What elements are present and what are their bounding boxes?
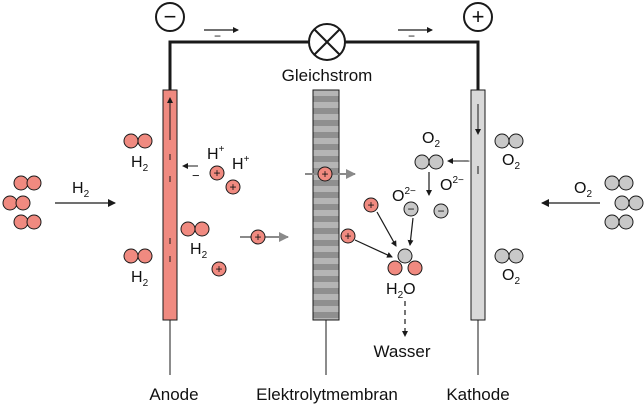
cathode-electron-sign: − [463, 154, 470, 168]
proton-ion: + [363, 197, 379, 213]
hplus-label-1: H+ [207, 144, 225, 163]
kathode-label: Kathode [446, 385, 509, 404]
proton-ion: + [317, 166, 333, 182]
water-molecule [387, 248, 423, 276]
h2-molecule-middle [180, 221, 210, 237]
svg-text:+: + [229, 180, 236, 194]
h2-molecule-lower [123, 248, 153, 264]
o2-label-reacting: O2 [422, 130, 440, 150]
minus-terminal: − [155, 2, 185, 32]
cathode-electron-sign: − [450, 154, 457, 168]
svg-text:+: + [215, 262, 222, 276]
svg-text:+: + [254, 230, 261, 244]
oxide-ion: − [433, 203, 449, 219]
electron-flow-top-right: − [398, 27, 433, 43]
h2-label-middle: H2 [190, 241, 208, 261]
o2-molecule-reacting [414, 154, 444, 170]
current-source-symbol [308, 23, 346, 61]
h2-feed-molecules [2, 175, 42, 230]
circuit-wire-left [168, 40, 309, 90]
proton-ion: + [340, 228, 356, 244]
membrane-label: Elektrolytmembran [256, 385, 398, 404]
wasser-label: Wasser [374, 342, 431, 361]
h2-molecule-upper [123, 133, 153, 149]
proton-to-water-arrow-2 [354, 239, 393, 258]
electron-flow-top-left: − [204, 27, 239, 43]
o2-label-upper: O2 [502, 152, 520, 172]
o2-molecule-lower [494, 248, 524, 264]
anode-electron-sign: − [192, 168, 200, 183]
oxide-ion: − [403, 201, 419, 217]
svg-text:−: − [437, 204, 444, 218]
h2-feed-label: H2 [72, 180, 90, 200]
minus-terminal-sign: − [164, 4, 177, 29]
svg-text:+: + [344, 229, 351, 243]
svg-text:+: + [367, 198, 374, 212]
o2-feed-label: O2 [574, 180, 592, 200]
circuit-wire-right [345, 40, 480, 90]
plus-terminal-sign: + [472, 4, 485, 29]
o2-feed-molecules [604, 175, 644, 230]
svg-text:+: + [213, 166, 220, 180]
h2o-label: H2O [386, 281, 416, 301]
proton-to-water-arrow-1 [376, 211, 397, 247]
h2-label-lower: H2 [131, 269, 149, 289]
gleichstrom-label: Gleichstrom [282, 66, 373, 85]
electron-sign: − [214, 29, 221, 43]
oxide-to-water-arrow [407, 217, 414, 246]
o2-label-lower: O2 [502, 267, 520, 287]
svg-text:+: + [321, 167, 328, 181]
o2minus-label-2: O2− [440, 175, 464, 194]
h2-label-upper: H2 [131, 154, 149, 174]
o2minus-label-1: O2− [392, 186, 416, 205]
hplus-label-2: H+ [232, 154, 250, 173]
o2-molecule-upper [494, 133, 524, 149]
electron-sign: − [408, 29, 415, 43]
svg-text:−: − [407, 202, 414, 216]
plus-terminal: + [463, 2, 493, 32]
proton-ion: + [225, 179, 241, 195]
proton-ion: + [211, 261, 227, 277]
proton-ion: + [209, 165, 225, 181]
proton-ion: + [250, 229, 266, 245]
anode-label: Anode [149, 385, 198, 404]
electrolyte-membrane [312, 89, 340, 321]
